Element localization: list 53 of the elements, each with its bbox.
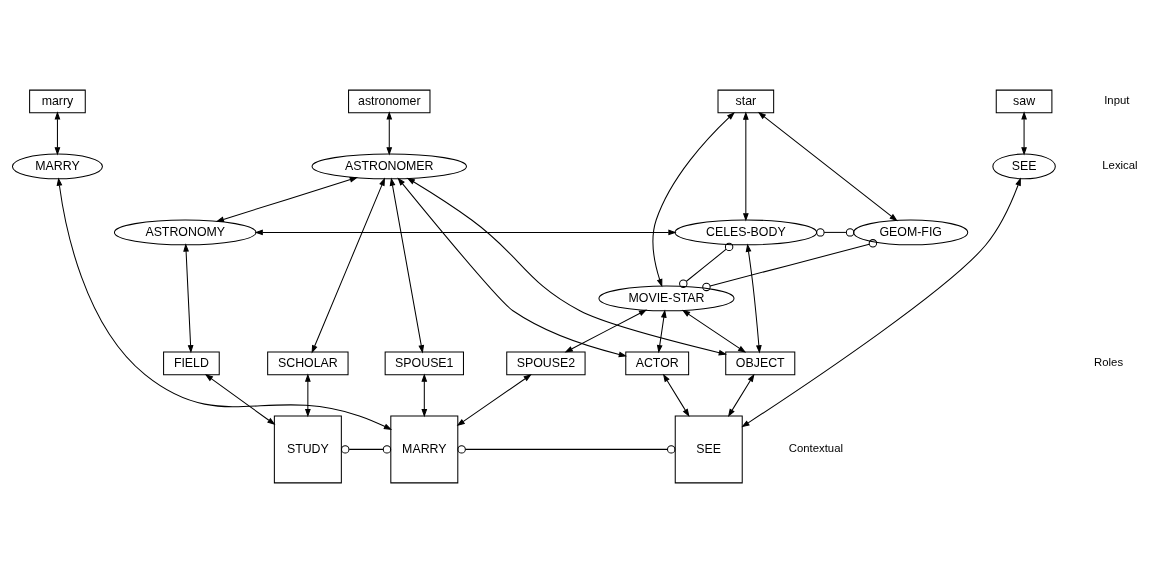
- node-box: astronomer: [348, 89, 431, 114]
- node-box: marry: [29, 89, 86, 114]
- arrow: [204, 374, 276, 425]
- arrow: [652, 111, 735, 288]
- label: Input: [1104, 94, 1130, 107]
- arrow: [727, 373, 755, 418]
- connector: [457, 445, 676, 454]
- arrow: [54, 111, 61, 156]
- node-ellipse: MARRY: [11, 153, 103, 180]
- node-box: SEE: [674, 415, 743, 484]
- node-box: OBJECT: [725, 351, 796, 376]
- node-ellipse: ASTRONOMY: [113, 219, 257, 246]
- node-box: SCHOLAR: [267, 351, 349, 376]
- arrow: [254, 229, 677, 236]
- arrow: [386, 111, 393, 156]
- node-ellipse: ASTRONOMER: [311, 153, 467, 180]
- connector: [341, 445, 392, 454]
- node-box: ACTOR: [625, 351, 690, 376]
- label: Roles: [1094, 356, 1124, 369]
- arrow: [406, 177, 727, 356]
- label: Lexical: [1102, 159, 1138, 172]
- connector: [679, 242, 734, 289]
- connector: [816, 228, 855, 237]
- arrow: [742, 111, 749, 222]
- arrow: [745, 243, 762, 354]
- arrow: [183, 243, 194, 354]
- node-box: STUDY: [273, 415, 342, 484]
- arrow: [215, 176, 358, 223]
- arrow: [56, 177, 393, 431]
- connector: [702, 239, 878, 292]
- arrow: [741, 177, 1021, 428]
- node-box: MARRY: [390, 415, 459, 484]
- arrow: [311, 177, 386, 354]
- arrow: [389, 177, 425, 354]
- arrow: [564, 309, 648, 353]
- node-ellipse: CELES-BODY: [674, 219, 818, 246]
- node-ellipse: SEE: [992, 153, 1056, 180]
- arrow: [456, 374, 532, 426]
- label: Contextual: [788, 442, 843, 455]
- node-box: SPOUSE1: [384, 351, 464, 376]
- arrow: [304, 373, 311, 418]
- arrow: [421, 373, 428, 418]
- node-box: star: [717, 89, 775, 114]
- node-box: saw: [995, 89, 1053, 114]
- arrow: [397, 177, 627, 358]
- arrow: [757, 111, 898, 222]
- arrow: [662, 373, 690, 418]
- arrow: [1021, 111, 1027, 156]
- node-box: FIELD: [163, 351, 220, 376]
- node-box: SPOUSE2: [506, 351, 586, 376]
- arrow: [656, 309, 667, 354]
- arrow: [681, 309, 747, 353]
- node-ellipse: MOVIE-STAR: [598, 285, 735, 312]
